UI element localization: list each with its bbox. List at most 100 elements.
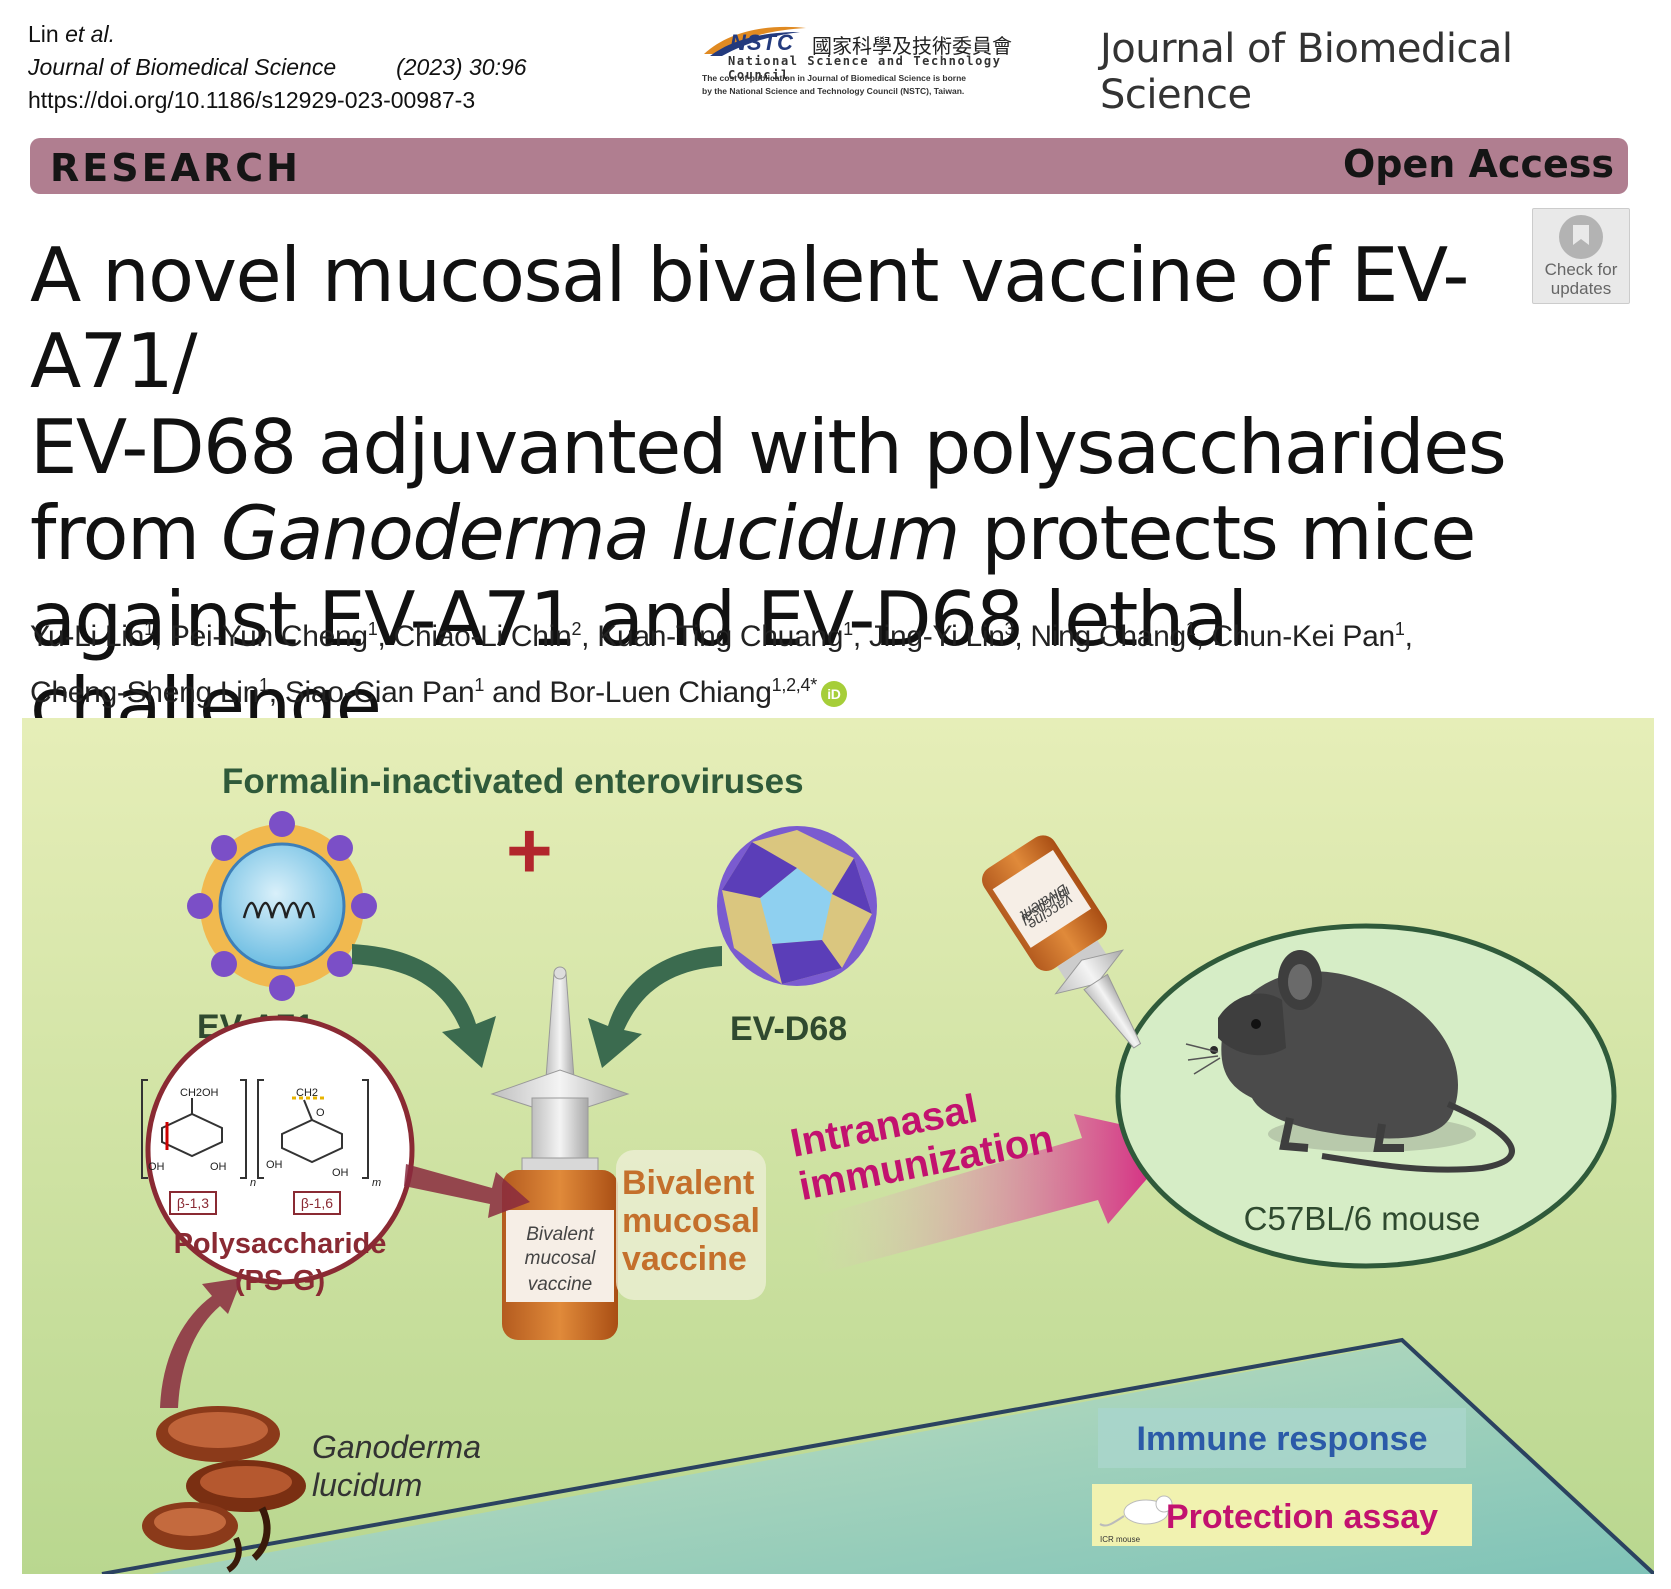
nstc-note-line1: The cost of publication in Journal of Bi…	[702, 73, 967, 83]
authors-and: and	[484, 676, 550, 709]
plus-sign: +	[506, 806, 553, 895]
title-line2: EV-D68 adjuvanted with polysaccharides	[30, 403, 1507, 491]
chem-oh-2: OH	[210, 1161, 227, 1173]
immune-response-box	[1098, 1408, 1466, 1468]
author-affil: 1	[144, 619, 154, 639]
author-name[interactable]: Cheng-Sheng Lin	[30, 676, 260, 709]
chem-ch2oh: CH2OH	[180, 1087, 219, 1099]
ev-d68-virus-icon	[717, 826, 877, 986]
author-short: Lin	[28, 21, 59, 47]
check-for-updates-button[interactable]: Check for updates	[1532, 208, 1630, 304]
nstc-note: The cost of publication in Journal of Bi…	[702, 72, 1022, 98]
check-updates-line2: updates	[1550, 279, 1612, 298]
immunization-arrow	[812, 1114, 1182, 1274]
ps-label-2: (PS-G)	[235, 1265, 325, 1297]
et-al: et al.	[65, 21, 115, 47]
nstc-note-line2: by the National Science and Technology C…	[702, 86, 965, 96]
year-volume: (2023) 30:96	[396, 54, 527, 80]
doi-link[interactable]: https://doi.org/10.1186/s12929-023-00987…	[28, 87, 476, 113]
journal-name: Journal of Biomedical Science	[28, 54, 337, 80]
author-affil: 1	[367, 619, 378, 639]
author-name[interactable]: Jing-Yi Lin	[868, 620, 1005, 653]
glucan-structure-icon	[141, 1079, 369, 1179]
author-affil: 1	[259, 675, 269, 695]
nstc-logo: NSTC 國家科學及技術委員會 National Science and Tec…	[700, 22, 1020, 102]
icr-label: ICR mouse	[1100, 1535, 1141, 1544]
author-affil: 1	[843, 619, 853, 639]
author-name[interactable]: Pei-Yun Cheng	[169, 620, 368, 653]
fungus-label-2: lucidum	[312, 1467, 422, 1503]
ganoderma-mushroom-icon	[142, 1406, 306, 1573]
beta16-box	[293, 1191, 341, 1215]
title-line1: A novel mucosal bivalent vaccine of EV-A…	[30, 231, 1469, 405]
adjuvant-arrow	[404, 1164, 530, 1218]
nstc-brand: NSTC	[730, 30, 794, 55]
vaccine-label-box	[616, 1150, 766, 1300]
ev-a71-virus-icon	[187, 811, 377, 1001]
chem-oh-4: OH	[332, 1167, 349, 1179]
vaccine-label-1: Bivalent	[622, 1164, 754, 1202]
mouse-label: C57BL/6 mouse	[1244, 1200, 1481, 1237]
title-line3-pre: from	[30, 489, 221, 577]
chem-oh-1: OH	[148, 1161, 165, 1173]
chem-n: n	[250, 1177, 256, 1189]
citation-block: Lin et al. Journal of Biomedical Science…	[28, 18, 527, 117]
immune-response-label: Immune response	[1137, 1420, 1428, 1458]
author-affil: 1	[1394, 619, 1405, 639]
chem-ch2: CH2	[296, 1087, 318, 1099]
author-name[interactable]: Yu-Li Lin	[30, 620, 145, 653]
article-type-banner: RESEARCH Open Access	[30, 138, 1628, 194]
article-type: RESEARCH	[50, 146, 301, 190]
icr-mouse-icon	[1099, 1495, 1173, 1527]
author-name[interactable]: Bor-Luen Chiang	[549, 676, 772, 709]
author-name[interactable]: Chiao-Li Chin	[393, 620, 572, 653]
open-access-label: Open Access	[1342, 142, 1614, 186]
check-updates-line1: Check for	[1544, 260, 1618, 279]
fungus-label-1: Ganoderma	[312, 1429, 481, 1465]
graphical-abstract: Formalin-inactivated enteroviruses EV-A7…	[22, 718, 1654, 1574]
author-name[interactable]: Ning Chang	[1030, 620, 1186, 653]
nasal-dropper-icon: Bivalent mucosal vaccine	[982, 835, 1142, 1049]
journal-title: Journal of Biomedical Science	[1100, 26, 1513, 118]
bottle-label-3: vaccine	[528, 1274, 592, 1295]
nstc-swoosh-icon	[704, 26, 806, 56]
author-affil: 1	[474, 675, 485, 695]
author-affil: 2	[571, 619, 582, 639]
beta13-label: β-1,3	[177, 1195, 209, 1211]
ps-label-1: Polysaccharide	[174, 1228, 387, 1260]
beta16-label: β-1,6	[301, 1195, 333, 1211]
bottle-label-2: mucosal	[525, 1248, 597, 1269]
orcid-icon[interactable]: iD	[820, 681, 847, 708]
nstc-english: National Science and Technology Council	[728, 54, 1002, 82]
nstc-chinese: 國家科學及技術委員會	[812, 34, 1012, 58]
author-name[interactable]: Chun-Kei Pan	[1211, 620, 1395, 653]
vaccine-label-3: vaccine	[622, 1240, 747, 1278]
chem-m: m	[372, 1177, 381, 1189]
author-name[interactable]: Kuan-Ting Chuang	[597, 620, 844, 653]
author-list: Yu-Li Lin1, Pei-Yun Cheng1, Chiao-Li Chi…	[30, 605, 1630, 717]
author-affil: 3	[1004, 619, 1015, 639]
figure-heading: Formalin-inactivated enteroviruses	[222, 762, 804, 801]
title-line3: from Ganoderma lucidum protects mice	[30, 490, 1520, 576]
author-line2: Cheng-Sheng Lin1, Siao-Cian Pan1 and Bor…	[30, 661, 1630, 717]
vaccine-label-2: mucosal	[622, 1202, 760, 1240]
author-affil: 1	[1185, 619, 1196, 639]
merge-arrows	[352, 944, 722, 1068]
c57bl6-mouse-icon	[1185, 950, 1515, 1173]
author-name[interactable]: Siao-Cian Pan	[284, 676, 475, 709]
protection-assay-label: Protection assay	[1166, 1498, 1438, 1536]
author-line1: Yu-Li Lin1, Pei-Yun Cheng1, Chiao-Li Chi…	[30, 619, 1413, 653]
chem-o: O	[316, 1107, 325, 1119]
vaccine-spray-bottle-icon	[490, 966, 630, 1340]
polysaccharide-circle	[145, 1015, 415, 1285]
author-affil: 1,2,4*	[771, 675, 818, 695]
title-line3-post: protects mice	[958, 489, 1476, 577]
chem-oh-3: OH	[266, 1159, 283, 1171]
title-species: Ganoderma lucidum	[220, 489, 961, 577]
virus2-label: EV-D68	[730, 1010, 847, 1048]
article-title: A novel mucosal bivalent vaccine of EV-A…	[30, 232, 1520, 748]
triangle-edge	[101, 1337, 1654, 1574]
bookmark-icon	[1559, 215, 1603, 259]
beta13-box	[169, 1191, 217, 1215]
source-arrow	[160, 1278, 242, 1408]
